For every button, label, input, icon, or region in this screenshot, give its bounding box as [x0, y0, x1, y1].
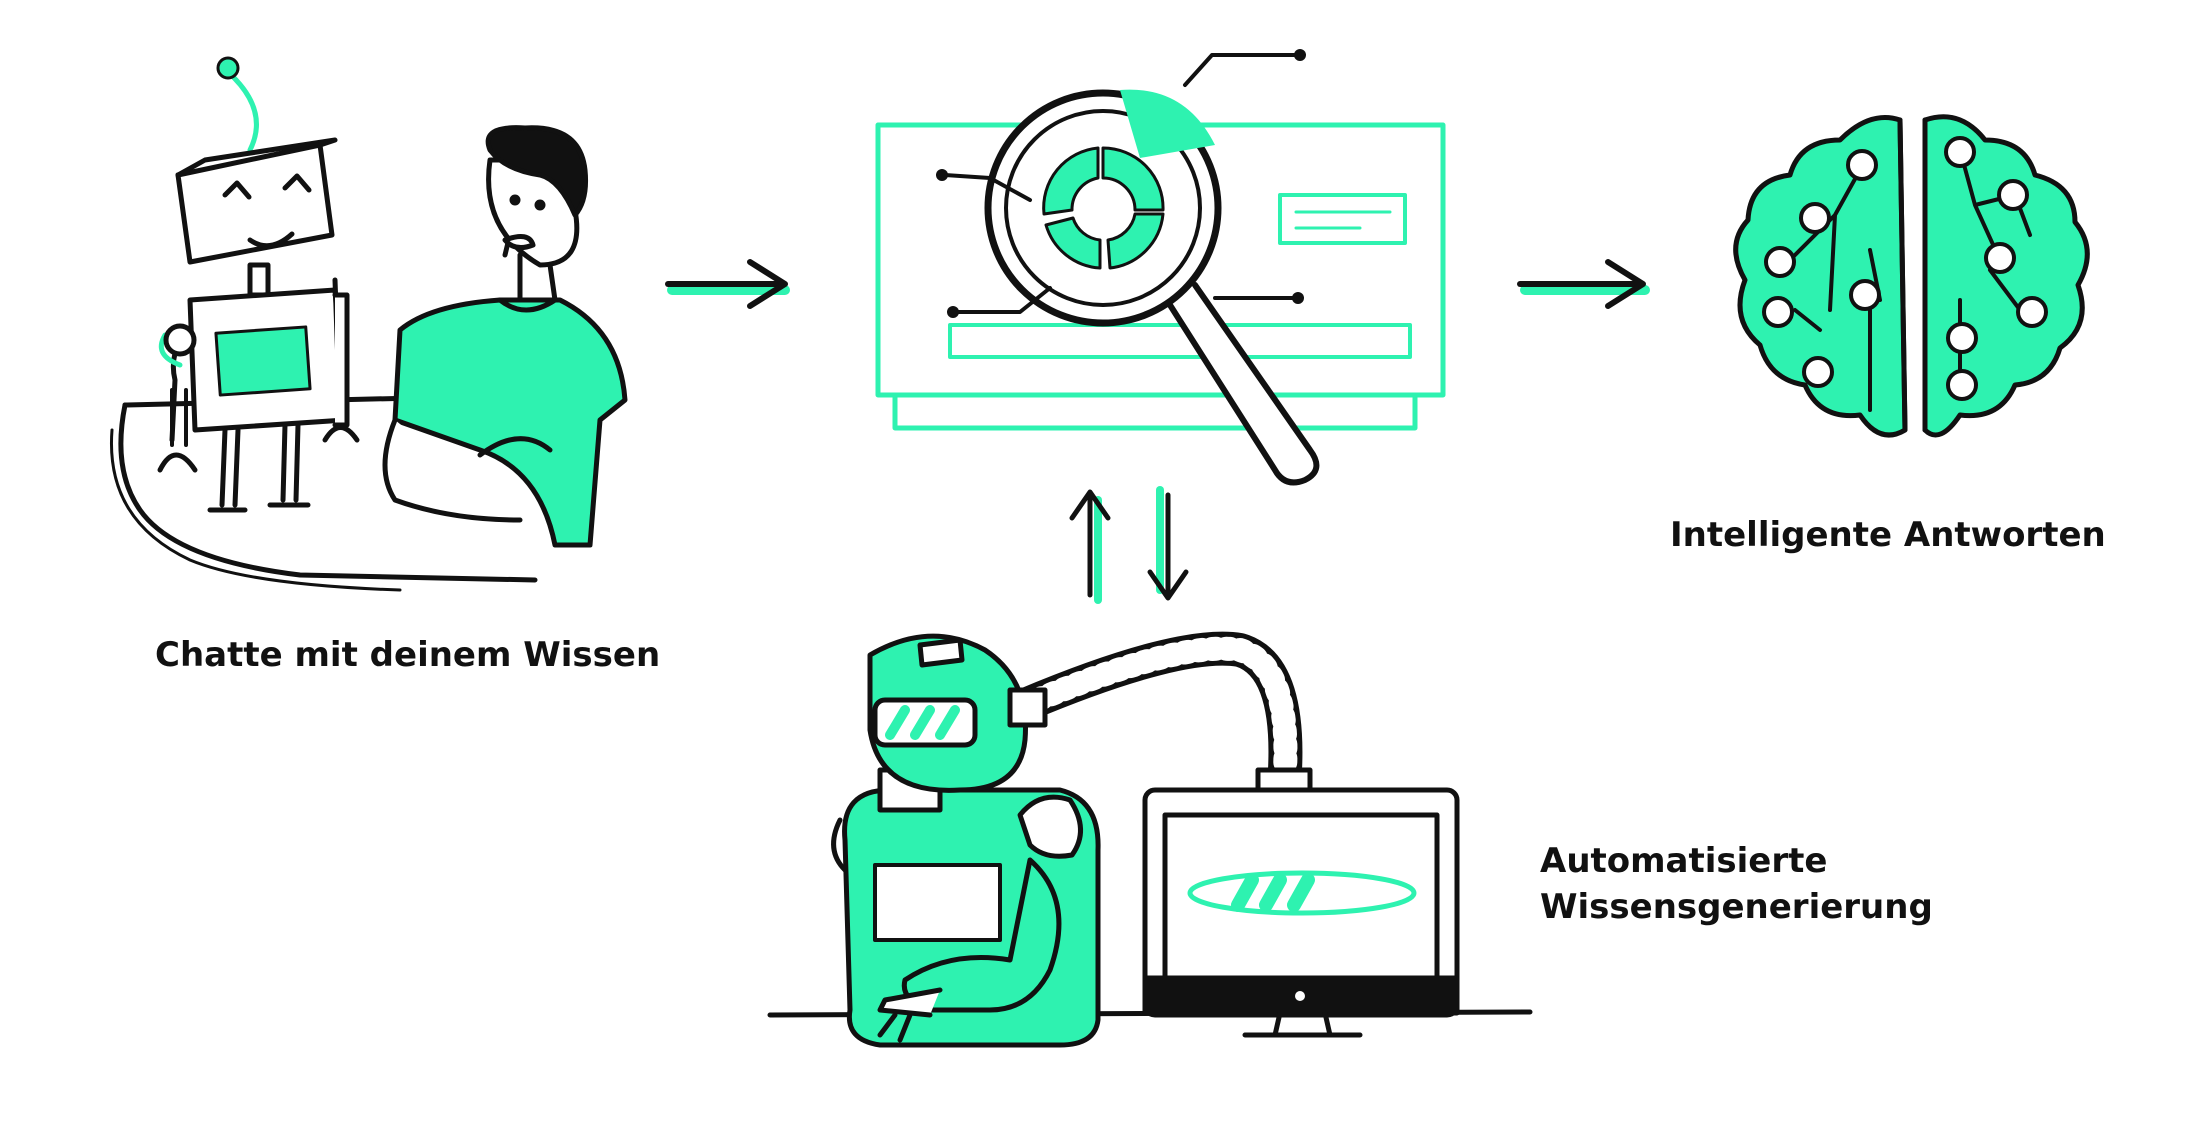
arrow-right-icon [1517, 259, 1650, 309]
caption-line-1: Automatisierte [1540, 841, 1828, 881]
circuit-brain-icon [1733, 114, 2090, 438]
caption-chat: Chatte mit deinem Wissen [155, 635, 661, 675]
caption-intelligent-answers: Intelligente Antworten [1670, 515, 2106, 555]
arrow-right-icon [665, 259, 790, 309]
bidirectional-arrows-icon [1069, 486, 1189, 604]
robot-at-computer-icon [767, 631, 1533, 1048]
caption-line-2: Wissensgenerierung [1540, 887, 1933, 927]
caption-knowledge-generation: Automatisierte Wissensgenerierung [1540, 838, 1933, 930]
robot-and-person-chat-icon [109, 56, 628, 592]
magnifier-dashboard-icon [875, 49, 1446, 486]
